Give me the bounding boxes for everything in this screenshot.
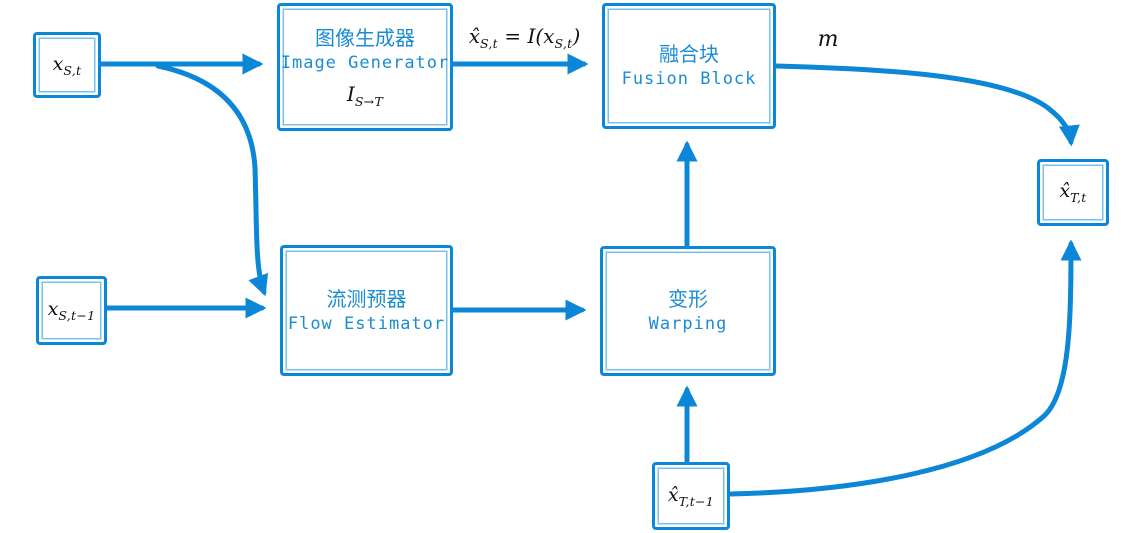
node-x-st-1-label: xS,t−1 <box>47 298 96 323</box>
node-xhat-tt-1-label: x̂T,t−1 <box>667 483 715 509</box>
node-warping: 变形 Warping <box>600 246 776 376</box>
node-fusion-block: 融合块 Fusion Block <box>602 3 776 129</box>
image-generator-operator-label: IS→T <box>346 82 384 109</box>
warping-label-en: Warping <box>648 314 728 334</box>
node-x-st-label: xS,t <box>52 52 82 78</box>
fusion-block-label-en: Fusion Block <box>621 69 757 89</box>
edge-label-equation: x̂S,t = I(xS,t) <box>468 24 581 51</box>
flow-estimator-label-en: Flow Estimator <box>287 313 446 334</box>
node-x-st: xS,t <box>33 32 101 98</box>
warping-label-zh: 变形 <box>668 287 708 311</box>
image-generator-label-en: Image Generator <box>280 53 450 73</box>
node-flow-estimator: 流测预器 Flow Estimator <box>280 245 453 376</box>
edge-label-mask-m: m <box>817 27 839 52</box>
node-image-generator: 图像生成器 Image Generator IS→T <box>277 3 453 131</box>
arrow-fusion-block-to-xhat-tt <box>773 63 1080 147</box>
fusion-block-label-zh: 融合块 <box>659 42 719 66</box>
flow-estimator-label-zh: 流测预器 <box>326 286 407 311</box>
node-xhat-tt: x̂T,t <box>1037 159 1109 226</box>
image-generator-label-zh: 图像生成器 <box>315 26 415 50</box>
node-xhat-tt-label: x̂T,t <box>1059 180 1087 205</box>
arrow-xst-to-flow-estimator <box>155 63 269 297</box>
node-xhat-tt-1: x̂T,t−1 <box>652 462 730 530</box>
arrow-xhat-tt1-to-xhat-tt <box>728 239 1082 497</box>
node-x-st-1: xS,t−1 <box>36 276 107 345</box>
